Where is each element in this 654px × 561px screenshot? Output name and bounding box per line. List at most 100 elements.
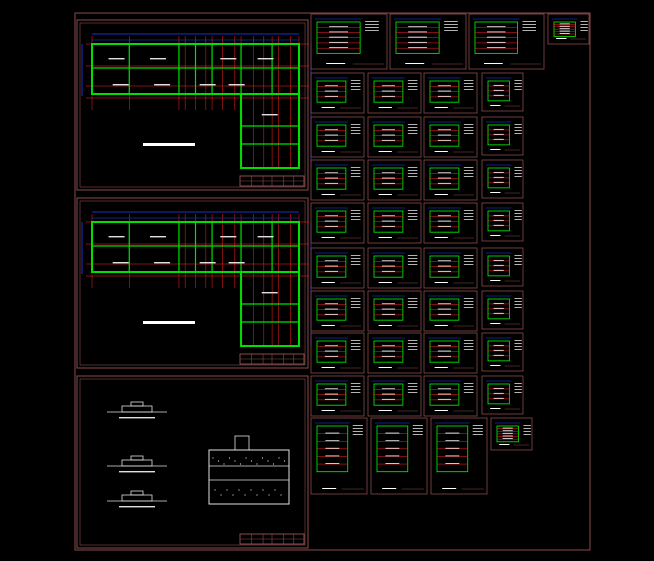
- thumb-text: [463, 127, 474, 128]
- thumb-frame: [423, 375, 478, 417]
- thumb-caption: [499, 444, 510, 445]
- thumb-note: [408, 36, 427, 38]
- hatch-dot: [278, 457, 280, 459]
- thumb-note: [437, 393, 452, 395]
- thumb-note: [408, 26, 427, 28]
- thumb-note: [329, 41, 348, 43]
- thumb-text: [350, 261, 361, 262]
- hatch-dot: [214, 489, 216, 491]
- thumb-note: [324, 350, 339, 352]
- thumb-note: [493, 94, 504, 96]
- room-label: [108, 58, 125, 60]
- thumb-text: [514, 176, 522, 177]
- thumbnail-sheet: [310, 202, 365, 244]
- room-label: [257, 58, 274, 60]
- thumb-note: [324, 134, 339, 136]
- thumbnail-sheet: [481, 247, 524, 287]
- room-labels: [108, 58, 278, 116]
- thumb-caption: [378, 237, 392, 238]
- thumb-text: [463, 86, 474, 87]
- thumb-note: [437, 308, 452, 310]
- room-label: [228, 262, 245, 264]
- thumb-text: [463, 340, 474, 341]
- thumb-text: [522, 27, 536, 28]
- thumb-text: [365, 27, 379, 28]
- thumb-note: [381, 308, 396, 310]
- thumb-note: [493, 302, 504, 304]
- thumb-text: [522, 30, 536, 31]
- thumb-text: [407, 124, 418, 125]
- thumbnail-sheet: [310, 375, 365, 417]
- thumb-frame: [310, 247, 365, 289]
- thumbnail-sheet: [430, 417, 488, 495]
- thumb-frame: [367, 332, 422, 374]
- thumb-text: [463, 124, 474, 125]
- hatch-dot: [245, 457, 247, 459]
- thumb-caption: [490, 365, 501, 366]
- thumbnail-sheet: [423, 116, 478, 158]
- thumb-text: [514, 258, 522, 259]
- thumb-text: [463, 210, 474, 211]
- thumb-text: [407, 301, 418, 302]
- thumb-text: [350, 304, 361, 305]
- thumb-note: [329, 26, 348, 28]
- room-label: [149, 58, 166, 60]
- thumb-text: [463, 264, 474, 265]
- thumb-note: [324, 270, 339, 272]
- thumb-caption: [405, 63, 425, 64]
- thumb-frame: [423, 247, 478, 289]
- thumb-text: [514, 386, 522, 387]
- thumb-text: [463, 346, 474, 347]
- thumb-frame: [310, 202, 365, 244]
- thumb-frame: [423, 72, 478, 114]
- thumb-text: [514, 340, 522, 341]
- thumb-note: [385, 432, 400, 434]
- thumb-note: [385, 455, 400, 457]
- drawing-title-bar: [143, 321, 195, 324]
- thumb-frame: [490, 417, 533, 451]
- thumb-text: [407, 170, 418, 171]
- thumbnail-sheet: [423, 332, 478, 374]
- thumb-note: [486, 47, 506, 49]
- thumb-text: [352, 434, 363, 435]
- thumb-text: [514, 130, 522, 131]
- thumb-text: [463, 219, 474, 220]
- thumb-text: [463, 255, 474, 256]
- thumb-text: [407, 89, 418, 90]
- thumbnail-sheet: [468, 13, 545, 70]
- thumbnail-sheet: [310, 159, 365, 201]
- thumb-text: [350, 86, 361, 87]
- hatch-dot: [267, 460, 269, 462]
- thumb-text: [412, 428, 423, 429]
- thumb-note: [324, 355, 339, 357]
- thumb-frame: [310, 375, 365, 417]
- thumb-note: [381, 90, 396, 92]
- thumb-text: [523, 428, 531, 429]
- thumb-note: [437, 129, 452, 131]
- thumb-note: [381, 260, 396, 262]
- hatch-dot: [262, 489, 264, 491]
- thumb-caption: [326, 63, 346, 64]
- thumb-note: [493, 269, 504, 271]
- thumb-note: [445, 447, 460, 449]
- thumb-text: [407, 258, 418, 259]
- thumb-text: [514, 261, 522, 262]
- thumb-note: [437, 134, 452, 136]
- thumb-note: [381, 182, 396, 184]
- thumb-text: [514, 307, 522, 308]
- thumb-frame: [481, 375, 524, 415]
- thumb-text: [407, 216, 418, 217]
- thumb-note: [493, 264, 504, 266]
- hatch-dot: [232, 494, 234, 496]
- thumb-note: [493, 392, 504, 394]
- thumb-text: [463, 80, 474, 81]
- section-caption: [119, 471, 155, 473]
- hatch-dot: [280, 494, 282, 496]
- thumbnail-sheet: [481, 116, 524, 156]
- thumbnail-sheet: [310, 13, 388, 70]
- thumb-note: [445, 440, 460, 442]
- thumb-caption: [490, 280, 501, 281]
- thumb-note: [381, 225, 396, 227]
- thumb-caption: [490, 105, 501, 106]
